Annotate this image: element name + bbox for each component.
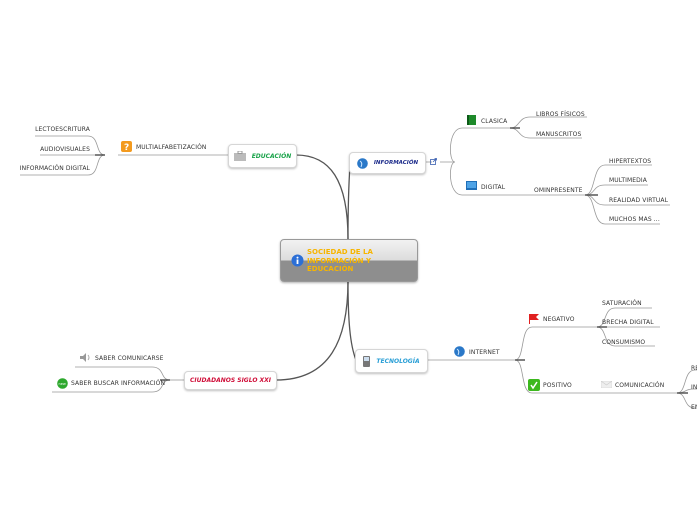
leaf-topic[interactable]: CONSUMISMO [602, 339, 646, 346]
leaf-topic[interactable]: SATURACIÓN [602, 300, 642, 307]
leaf-topic[interactable]: LIBROS FÍSICOS [536, 111, 585, 118]
leaf-topic[interactable]: RE [691, 365, 697, 372]
central-topic[interactable]: SOCIEDAD DE LA INFORMACIÓN Y EDUCACIÓN [280, 239, 418, 282]
leaf-topic[interactable]: MUCHOS MAS ... [609, 216, 660, 223]
topic-label: TECNOLOGÍA [376, 357, 420, 365]
link-central-informacion [347, 164, 351, 240]
link-central-tecnologia [347, 280, 357, 361]
leaf-topic[interactable]: MULTIMEDIA [609, 177, 647, 184]
subtopic-clasica[interactable]: CLASICA [481, 118, 508, 125]
link-central-educacion [295, 154, 349, 240]
central-title-line: INFORMACIÓN Y [307, 256, 372, 265]
topic-label: EDUCACIÓN [251, 152, 292, 160]
flag-icon [529, 314, 539, 324]
svg-text:?: ? [124, 143, 129, 152]
monitor-icon [466, 181, 477, 190]
leaf-topic[interactable]: AUDIOVISUALES [40, 146, 90, 153]
subtopic-multialfabetizacion[interactable]: MULTIALFABETIZACIÓN [136, 144, 207, 151]
info-icon [291, 254, 304, 267]
leaf-topic[interactable]: IN [691, 384, 697, 391]
topic-ciudadanos[interactable]: CIUDADANOS SIGLO XXI [184, 371, 277, 390]
leaf-topic[interactable]: HIPERTEXTOS [609, 158, 652, 165]
check-icon [528, 379, 540, 391]
leaf-topic[interactable]: INFORMACIÓN DIGITAL [19, 165, 90, 172]
topic-informacion[interactable]: INFORMACIÓN [349, 152, 426, 174]
subtopic-comunicacion[interactable]: COMUNICACIÓN [615, 382, 665, 389]
leaf-topic[interactable]: MANUSCRITOS [536, 131, 582, 138]
leaf-topic[interactable]: REALIDAD VIRTUAL [609, 197, 669, 204]
external-link-icon[interactable] [430, 158, 437, 165]
central-title-line: SOCIEDAD DE LA [307, 248, 373, 256]
subtopic-negativo[interactable]: NEGATIVO [543, 316, 575, 323]
subtopic-positivo[interactable]: POSITIVO [543, 382, 572, 389]
central-title-line: EDUCACIÓN [307, 265, 354, 273]
topic-tecnologia[interactable]: TECNOLOGÍA [355, 349, 428, 373]
subtopic-ominpresente[interactable]: OMINPRESENTE [534, 187, 583, 194]
topic-educacion[interactable]: EDUCACIÓN [228, 144, 297, 168]
leaf-topic[interactable]: SABER COMUNICARSE [95, 355, 164, 362]
book-icon [467, 115, 476, 125]
subtopic-digital[interactable]: DIGITAL [481, 184, 506, 191]
link-central-ciudadanos [275, 280, 349, 381]
topic-label: INFORMACIÓN [373, 160, 419, 166]
globe-icon [454, 346, 465, 357]
briefcase-icon [233, 151, 246, 161]
leaf-topic[interactable]: SABER BUSCAR INFORMACIÓN [71, 380, 166, 387]
question-icon: ? [121, 141, 132, 152]
leaf-topic[interactable]: EN [691, 404, 697, 411]
leaf-topic[interactable]: LECTOESCRITURA [35, 126, 90, 133]
topic-label: CIUDADANOS SIGLO XXI [189, 377, 272, 384]
envelope-icon [601, 381, 612, 388]
speaker-icon [80, 353, 90, 362]
subtopic-internet[interactable]: INTERNET [469, 349, 500, 356]
svg-text:new: new [59, 382, 66, 386]
new-badge-icon: new [57, 378, 68, 389]
phone-icon [363, 355, 371, 367]
globe-icon [357, 157, 368, 169]
leaf-topic[interactable]: BRECHA DIGITAL [602, 319, 654, 326]
